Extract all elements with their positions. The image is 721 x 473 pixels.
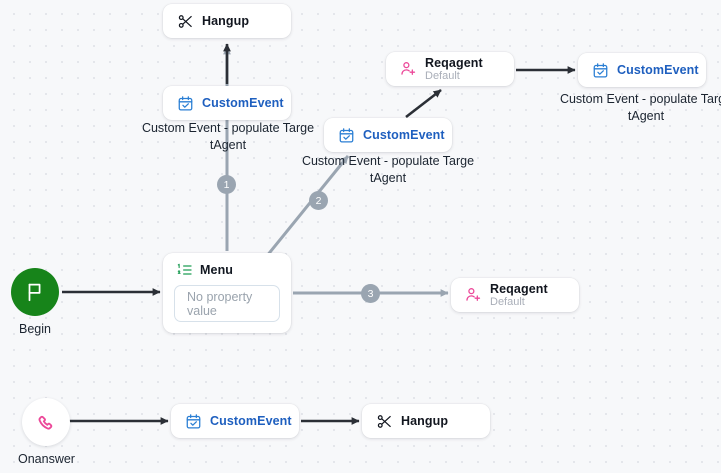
scissors-icon bbox=[177, 13, 194, 30]
node-customevent-upper-left[interactable]: CustomEvent bbox=[163, 86, 291, 120]
edge-customevent-middle-to-reqagent-top bbox=[405, 88, 442, 119]
calendar-check-icon bbox=[185, 413, 202, 430]
edge-caption-left: Custom Event - populate Targe tAgent bbox=[141, 121, 315, 153]
edge-badge-3[interactable]: 3 bbox=[361, 284, 380, 303]
node-hangup-top[interactable]: Hangup bbox=[163, 4, 291, 38]
node-customevent-top-right[interactable]: CustomEvent bbox=[578, 53, 706, 87]
node-reqagent-right[interactable]: Reqagent Default bbox=[451, 278, 579, 312]
user-plus-icon bbox=[465, 286, 482, 303]
node-reqagent-top[interactable]: Reqagent Default bbox=[386, 52, 514, 86]
reqagent-top-subtitle: Default bbox=[425, 69, 460, 82]
menu-property-placeholder: No property value bbox=[187, 289, 253, 318]
node-hangup-bottom[interactable]: Hangup bbox=[362, 404, 490, 438]
node-customevent-bottom[interactable]: CustomEvent bbox=[171, 404, 299, 438]
reqagent-right-subtitle: Default bbox=[490, 295, 525, 308]
scissors-icon bbox=[376, 413, 393, 430]
calendar-check-icon bbox=[338, 127, 355, 144]
edge-badge-1[interactable]: 1 bbox=[217, 175, 236, 194]
hangup-top-title: Hangup bbox=[202, 14, 250, 28]
customevent-top-right-title: CustomEvent bbox=[617, 63, 699, 77]
onanswer-label: Onanswer bbox=[18, 452, 75, 466]
user-plus-icon bbox=[400, 60, 417, 77]
node-customevent-middle[interactable]: CustomEvent bbox=[324, 118, 452, 152]
calendar-check-icon bbox=[177, 95, 194, 112]
phone-icon bbox=[39, 415, 53, 430]
edge-caption-middle: Custom Event - populate Targe tAgent bbox=[301, 154, 475, 186]
flag-icon bbox=[28, 283, 41, 302]
customevent-bottom-title: CustomEvent bbox=[210, 414, 292, 428]
customevent-middle-title: CustomEvent bbox=[363, 128, 445, 142]
menu-header: Menu bbox=[174, 262, 280, 278]
reqagent-right-title: Reqagent bbox=[490, 281, 548, 296]
reqagent-top-title: Reqagent bbox=[425, 55, 483, 70]
begin-circle[interactable] bbox=[11, 268, 59, 316]
calendar-check-icon bbox=[592, 62, 609, 79]
node-onanswer[interactable]: Onanswer bbox=[18, 398, 75, 466]
edge-caption-right: Custom Event - populate Targe tAgent bbox=[559, 92, 721, 124]
onanswer-circle[interactable] bbox=[22, 398, 71, 446]
numbered-list-icon bbox=[177, 262, 193, 278]
node-menu[interactable]: Menu No property value bbox=[163, 253, 291, 333]
edge-badge-2[interactable]: 2 bbox=[309, 191, 328, 210]
hangup-bottom-title: Hangup bbox=[401, 414, 449, 428]
customevent-upper-left-title: CustomEvent bbox=[202, 96, 284, 110]
menu-title: Menu bbox=[200, 263, 234, 277]
begin-label: Begin bbox=[19, 322, 51, 336]
menu-property-input[interactable]: No property value bbox=[174, 285, 280, 322]
node-begin[interactable]: Begin bbox=[11, 268, 59, 336]
